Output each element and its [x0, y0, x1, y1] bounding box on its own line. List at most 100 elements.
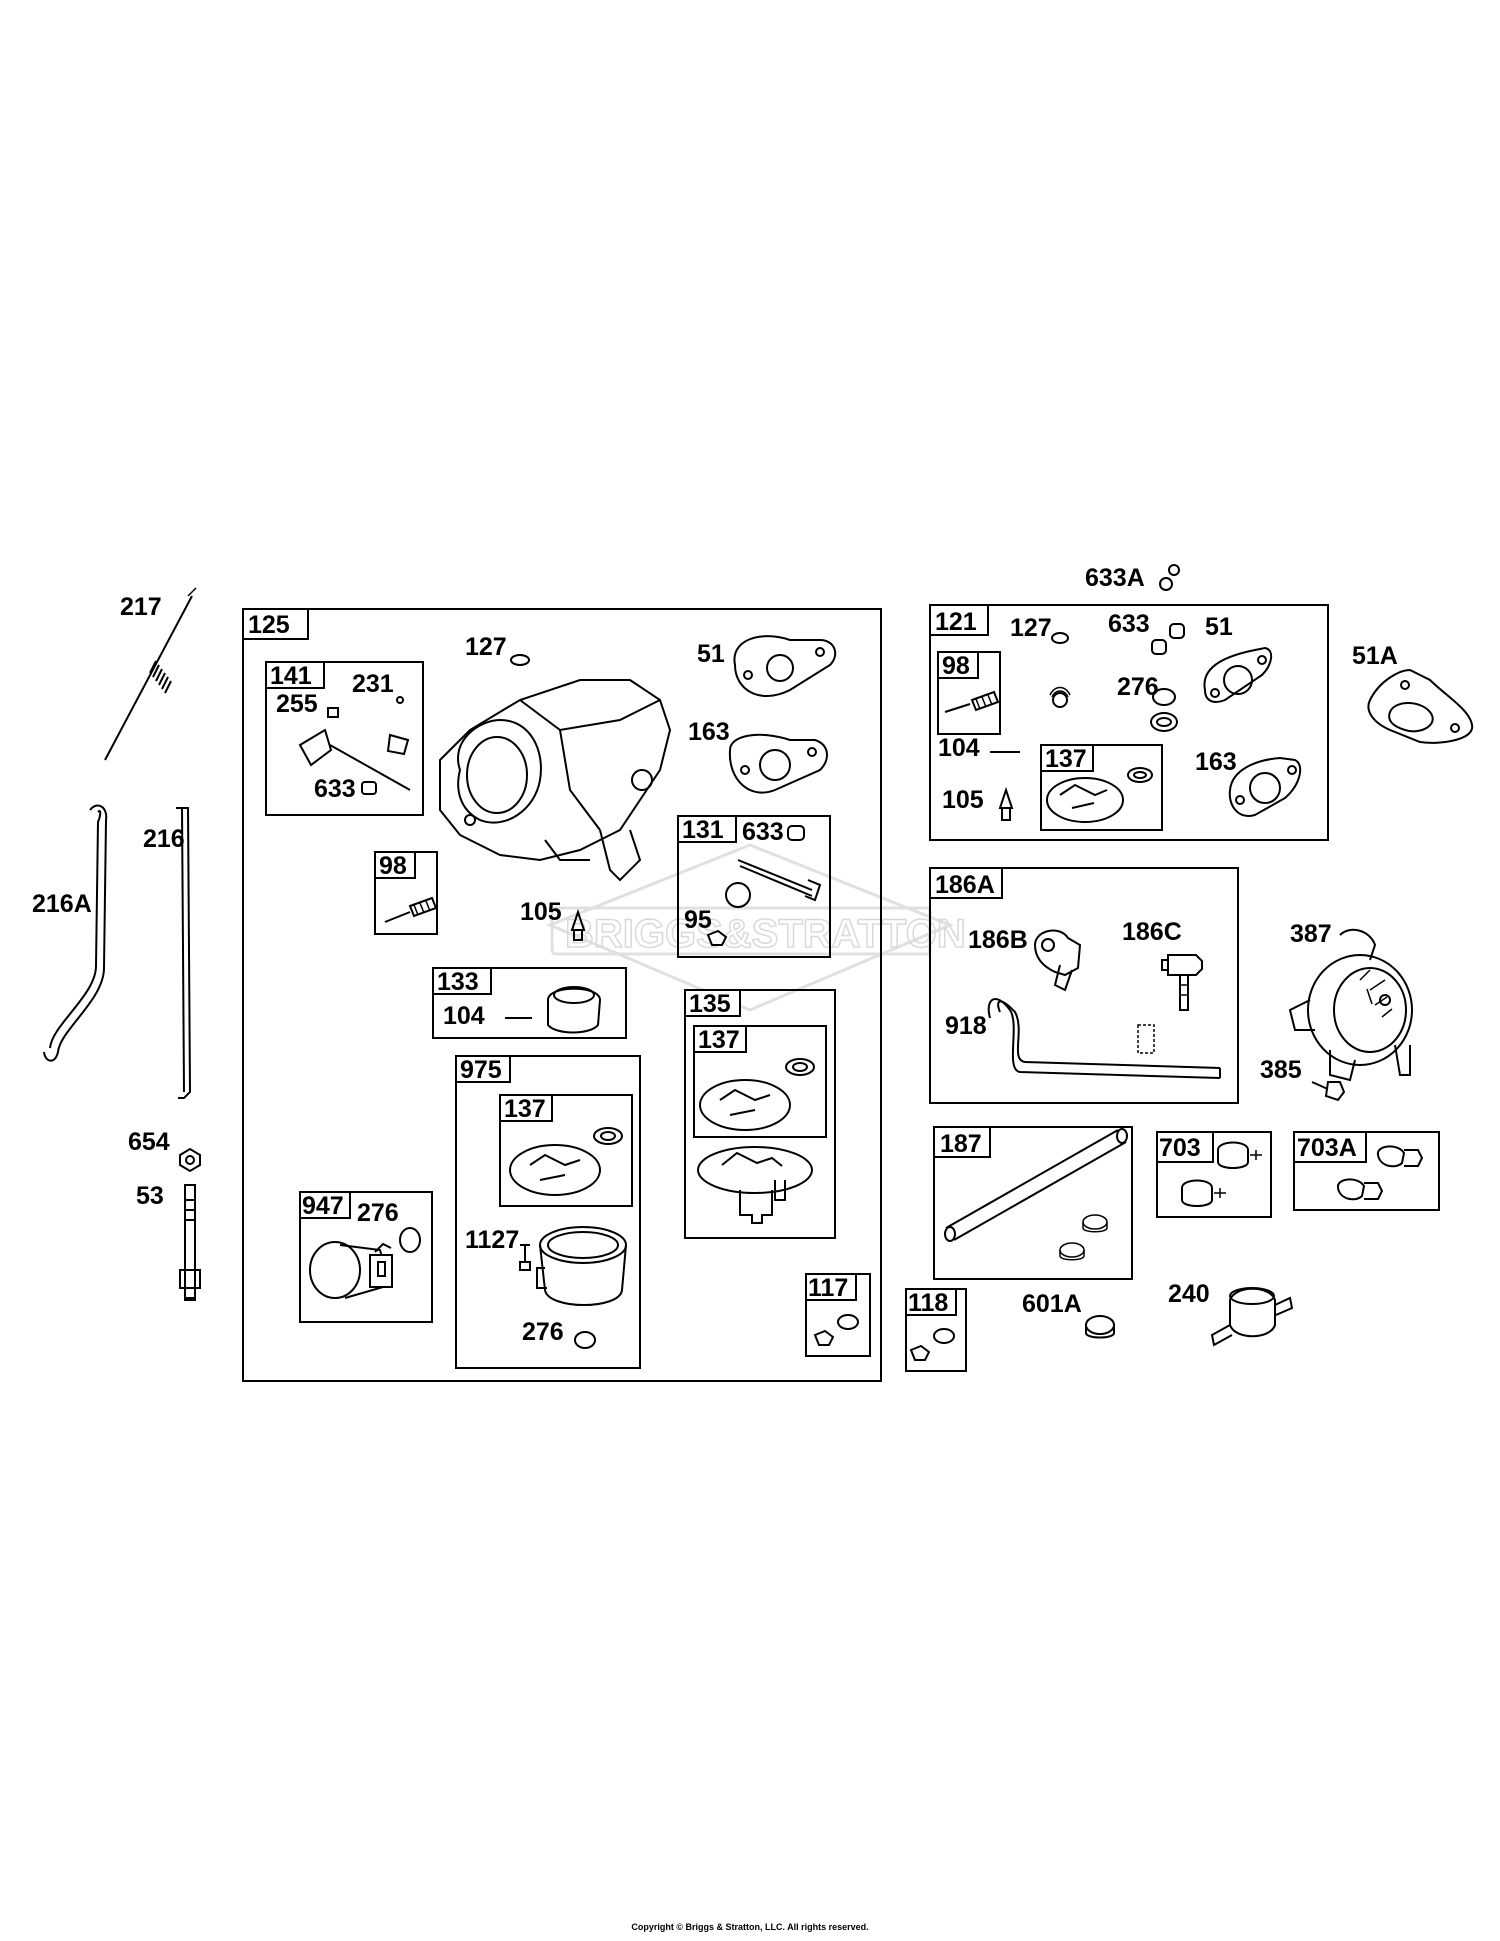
label-601A: 601A: [1022, 1290, 1082, 1318]
group-label-133: 133: [437, 968, 479, 996]
group-label-186A: 186A: [935, 871, 995, 899]
group-tag-186A: [929, 867, 1003, 899]
group-tag-98-in-121: [937, 651, 979, 679]
label-53: 53: [136, 1182, 164, 1210]
gasket-kit-137-a: [699, 1058, 815, 1131]
group-label-117: 117: [808, 1274, 848, 1302]
group-label-187: 187: [940, 1130, 982, 1158]
group-label-947: 947: [302, 1192, 344, 1220]
label-127-121: 127: [1010, 614, 1052, 642]
gasket-kit-137-b: [509, 1127, 623, 1196]
label-216A: 216A: [32, 890, 92, 918]
label-217: 217: [120, 593, 162, 621]
group-box-137-in-975: [499, 1094, 633, 1207]
group-label-703A: 703A: [1297, 1134, 1357, 1162]
group-tag-118: [905, 1288, 957, 1316]
group-tag-975: [455, 1055, 511, 1083]
group-label-121: 121: [935, 608, 977, 636]
group-box-125: [242, 608, 882, 1382]
float-bowl-assembly-135: [697, 1146, 813, 1224]
bushings-633: [1151, 623, 1185, 655]
label-633-141: 633: [314, 775, 356, 803]
label-186B: 186B: [968, 926, 1028, 954]
label-633-131: 633: [742, 818, 784, 846]
washer-276-b: [399, 1227, 421, 1253]
watermark: BRIGGS&STRATTON: [546, 843, 967, 1012]
group-box-947: [299, 1191, 433, 1323]
group-label-137-in-975: 137: [504, 1095, 546, 1123]
group-label-137-in-121: 137: [1045, 745, 1087, 773]
label-186C: 186C: [1122, 918, 1182, 946]
group-label-135: 135: [689, 990, 731, 1018]
group-tag-137-in-135: [693, 1025, 747, 1053]
group-tag-137-in-121: [1040, 744, 1094, 772]
nut-633A: [1159, 564, 1180, 591]
gasket-163-b: [1228, 756, 1302, 817]
group-tag-947: [299, 1191, 351, 1219]
group-label-703: 703: [1159, 1134, 1201, 1162]
label-387: 387: [1290, 920, 1332, 948]
group-tag-117: [805, 1273, 857, 1301]
watermark-text: BRIGGS&STRATTON: [565, 912, 966, 956]
clamp-601A: [1085, 1315, 1115, 1339]
fuel-filter-240: [1210, 1287, 1294, 1347]
label-51A: 51A: [1352, 642, 1398, 670]
group-label-98: 98: [379, 852, 407, 880]
oring-127: [510, 654, 530, 666]
fuel-solenoid-947: [309, 1241, 393, 1299]
label-1127: 1127: [465, 1226, 519, 1254]
label-240: 240: [1168, 1280, 1210, 1308]
label-633A: 633A: [1085, 564, 1145, 592]
choke-parts-131: [706, 825, 822, 946]
springs-washers-276: [1049, 686, 1178, 732]
float-bowl: [536, 1226, 627, 1306]
fuel-hose-918: [987, 998, 1221, 1079]
fuel-pump-387: [1288, 928, 1413, 1082]
clips-703: [1181, 1141, 1262, 1207]
carburetor-body: [439, 679, 672, 882]
group-box-141: [265, 661, 424, 816]
gasket-kit-137-c: [1046, 767, 1153, 823]
label-104: 104: [443, 1002, 485, 1030]
gasket-51A: [1367, 668, 1474, 744]
label-276-121: 276: [1117, 673, 1159, 701]
group-label-137-in-135: 137: [698, 1026, 740, 1054]
fitting-186C: [1161, 954, 1203, 1011]
fuel-line-187: [944, 1128, 1128, 1242]
label-105-121: 105: [942, 786, 984, 814]
label-255: 255: [276, 690, 318, 718]
screw-spring-98-b: [944, 690, 1000, 713]
label-51: 51: [697, 640, 725, 668]
spring-217: [104, 587, 197, 761]
group-label-118: 118: [908, 1289, 948, 1317]
group-tag-125: [242, 608, 309, 640]
group-label-131: 131: [682, 816, 724, 844]
label-104-121: 104: [938, 734, 980, 762]
group-tag-703: [1156, 1131, 1214, 1163]
group-tag-187: [933, 1126, 991, 1158]
washer-276-a: [574, 1331, 596, 1349]
group-tag-121: [929, 604, 989, 636]
needle-105: [570, 908, 586, 941]
group-box-135: [684, 989, 836, 1239]
label-633-121: 633: [1108, 610, 1150, 638]
label-654: 654: [128, 1128, 170, 1156]
group-box-975: [455, 1055, 641, 1369]
label-276-947: 276: [357, 1199, 399, 1227]
nut-654: [179, 1147, 201, 1173]
label-163-121: 163: [1195, 748, 1237, 776]
fitting-186B: [1033, 929, 1082, 992]
label-105: 105: [520, 898, 562, 926]
group-label-141: 141: [270, 662, 312, 690]
copyright-notice: Copyright © Briggs & Stratton, LLC. All …: [631, 1922, 868, 1932]
clamps-187: [1059, 1214, 1108, 1261]
gasket-51: [733, 635, 837, 697]
group-box-187: [933, 1126, 1133, 1280]
label-231: 231: [352, 670, 394, 698]
float-pin-104: [505, 986, 602, 1034]
group-box-186A: [929, 867, 1239, 1104]
oring-127-b: [1051, 632, 1069, 644]
throttle-parts-141: [298, 696, 411, 795]
group-tag-141: [265, 661, 325, 689]
rod-216A: [43, 804, 108, 1062]
